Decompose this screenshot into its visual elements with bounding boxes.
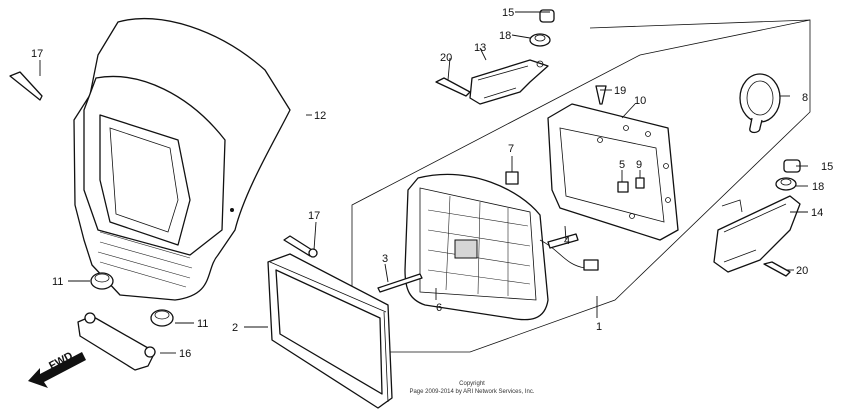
screw-3 (377, 273, 423, 293)
copyright-line-1: Copyright (459, 381, 485, 387)
part-number-18a: 18 (499, 30, 511, 42)
part-number-5: 5 (619, 159, 625, 171)
bracket-group-outline (589, 19, 811, 29)
headlight-case (547, 103, 679, 241)
fwd-arrow-icon (28, 352, 86, 388)
headlight-rim (267, 253, 393, 409)
bolt-20b (763, 261, 791, 277)
part-number-15a: 15 (502, 7, 514, 19)
copyright-notice: Copyright Page 2009-2014 by ARI Network … (352, 380, 592, 396)
part-number-14: 14 (811, 207, 823, 219)
part-number-16: 16 (179, 348, 191, 360)
bracket-left (469, 59, 549, 105)
grommet-11a (90, 272, 114, 290)
bolt-20a (435, 77, 471, 97)
grommet-18b (775, 177, 797, 191)
part-number-4: 4 (564, 235, 570, 247)
part-number-9: 9 (636, 159, 642, 171)
part-number-17b: 17 (308, 210, 320, 222)
nut-5 (617, 181, 629, 193)
copyright-line-2: Page 2009-2014 by ARI Network Services, … (409, 389, 535, 395)
part-number-11b: 11 (197, 318, 208, 330)
grommet-15a (539, 9, 555, 23)
part-number-20a: 20 (440, 52, 452, 64)
grommet-18a (529, 33, 551, 47)
part-number-3: 3 (382, 253, 388, 265)
leader-lines (39, 11, 808, 354)
screw-4 (547, 233, 579, 249)
part-number-2: 2 (232, 322, 238, 334)
nut-7 (505, 171, 519, 185)
spring-9 (635, 177, 645, 189)
part-number-13: 13 (474, 42, 486, 54)
bracket-right (713, 195, 801, 273)
stay-16 (77, 312, 156, 371)
part-number-11a: 11 (52, 276, 63, 288)
part-number-18b: 18 (812, 181, 824, 193)
screw-19 (595, 85, 607, 105)
bolt-17a (9, 71, 43, 101)
part-number-1: 1 (596, 321, 602, 333)
socket-boot (739, 73, 781, 134)
part-number-12: 12 (314, 110, 326, 122)
part-number-7: 7 (508, 143, 514, 155)
grommet-11b (150, 309, 174, 327)
headlight-unit (404, 173, 599, 321)
part-labels: 1 2 3 4 5 6 7 8 9 10 11 11 12 13 14 15 1… (31, 7, 833, 360)
headlight-cowl (73, 18, 291, 301)
bolt-17b (283, 235, 318, 258)
part-number-17a: 17 (31, 48, 43, 60)
part-number-10: 10 (634, 95, 646, 107)
part-number-20b: 20 (796, 265, 808, 277)
part-number-19: 19 (614, 85, 626, 97)
part-number-6: 6 (436, 302, 442, 314)
part-number-15b: 15 (821, 161, 833, 173)
part-number-8: 8 (802, 92, 808, 104)
